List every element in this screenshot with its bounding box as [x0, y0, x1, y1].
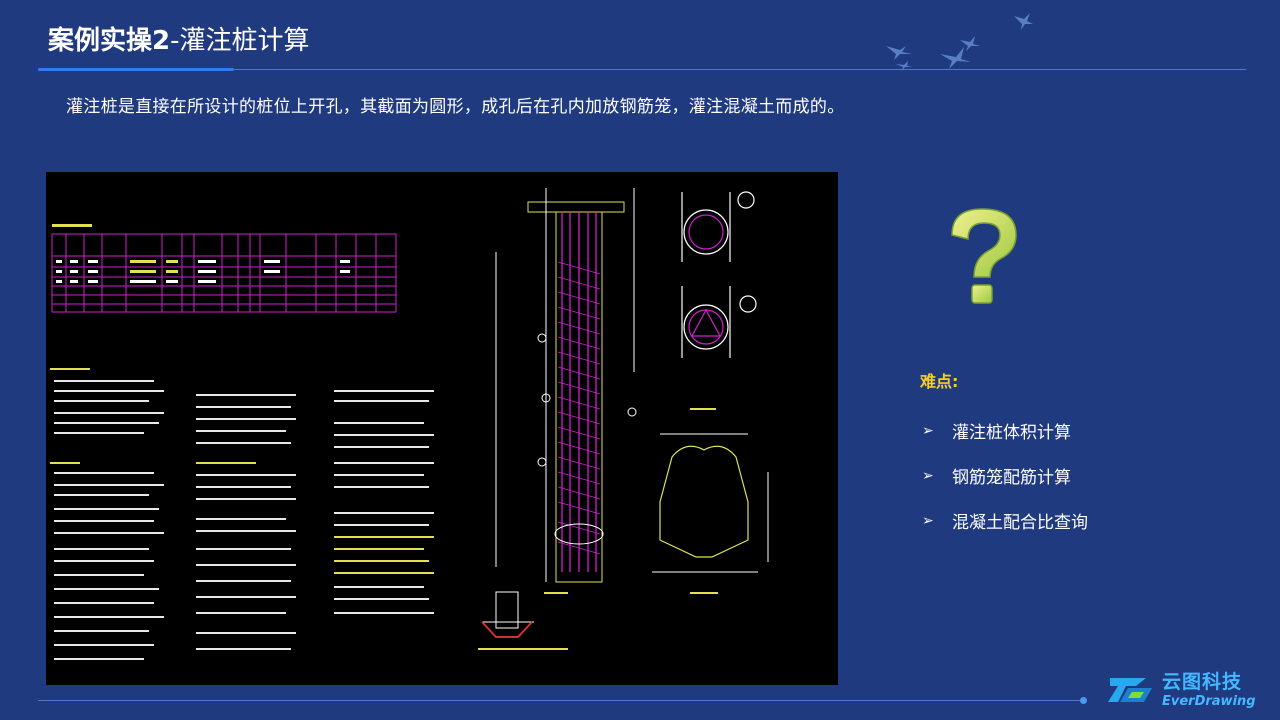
page-title-sub: -灌注桩计算 — [170, 26, 310, 56]
arrow-bullet-icon: ➢ — [922, 512, 934, 529]
arrow-bullet-icon: ➢ — [922, 467, 934, 484]
list-item: ➢ 混凝土配合比查询 — [922, 498, 1088, 543]
logo-text-en: EverDrawing — [1162, 693, 1256, 709]
page-title-main: 案例实操2 — [48, 26, 171, 56]
difficulty-title: 难点: — [920, 372, 959, 391]
company-logo: 云图科技 EverDrawing — [1106, 672, 1256, 708]
title-divider — [38, 69, 1246, 70]
list-item: ➢ 钢筋笼配筋计算 — [922, 453, 1088, 498]
logo-mark-icon — [1108, 678, 1152, 702]
footer-divider-dot — [1080, 697, 1087, 704]
list-item-label: 灌注桩体积计算 — [952, 423, 1071, 443]
footer-divider — [38, 700, 1084, 701]
cad-drawing-image — [46, 172, 838, 685]
list-item-label: 混凝土配合比查询 — [952, 513, 1088, 533]
list-item: ➢ 灌注桩体积计算 — [922, 408, 1088, 453]
question-mark-icon — [951, 208, 1017, 304]
title-divider-accent — [38, 68, 234, 71]
list-item-label: 钢筋笼配筋计算 — [952, 468, 1071, 488]
birds-decoration-icon — [886, 13, 1033, 71]
intro-text: 灌注桩是直接在所设计的桩位上开孔，其截面为圆形，成孔后在孔内加放钢筋笼，灌注混凝… — [66, 97, 845, 117]
logo-text-cn: 云图科技 — [1162, 670, 1243, 693]
difficulty-list: ➢ 灌注桩体积计算 ➢ 钢筋笼配筋计算 ➢ 混凝土配合比查询 — [922, 408, 1088, 543]
arrow-bullet-icon: ➢ — [922, 422, 934, 439]
page-title: 案例实操2-灌注桩计算 — [48, 20, 309, 57]
